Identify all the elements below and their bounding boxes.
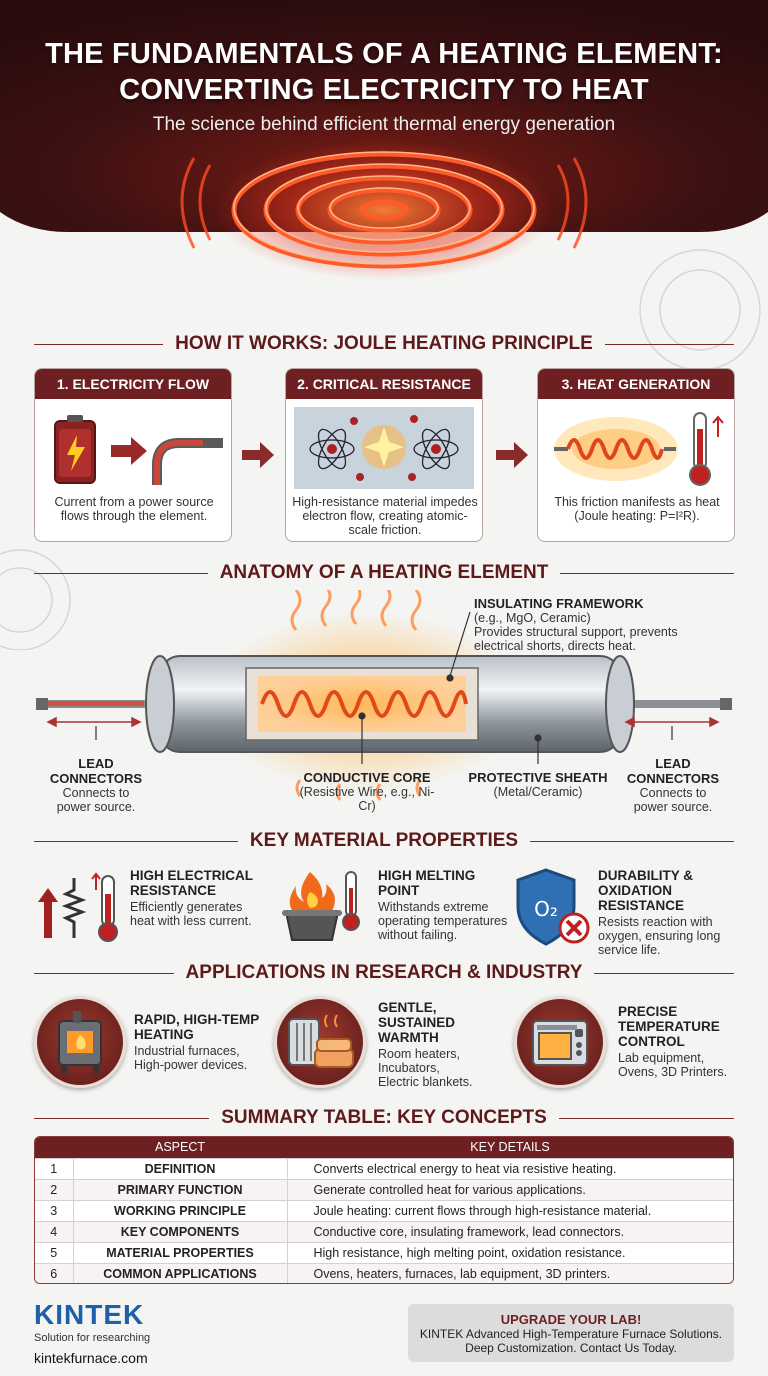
property-high-resistance: HIGH ELECTRICAL RESISTANCE Efficiently g… [130,868,253,928]
step-2-title: 2. CRITICAL RESISTANCE [286,369,482,399]
header-background [0,0,768,280]
header: THE FUNDAMENTALS OF A HEATING ELEMENT: C… [0,0,768,300]
step-2-description: High-resistance material impedes electro… [292,495,478,537]
insulating-framework-label: INSULATING FRAMEWORK (e.g., MgO, Ceramic… [474,596,678,653]
application-precise-control: PRECISE TEMPERATURE CONTROL Lab equipmen… [618,1004,728,1079]
website-link[interactable]: kintekfurnace.com [34,1350,148,1366]
step-heat-generation: 3. HEAT GENERATION This friction manifes… [537,368,735,542]
summary-table: ASPECT KEY DETAILS 1 DEFINITION Converts… [34,1136,734,1284]
furnace-icon [34,996,126,1088]
atom-friction-illustration [294,407,474,489]
table-row: 2 PRIMARY FUNCTION Generate controlled h… [35,1178,733,1200]
step-1-title: 1. ELECTRICITY FLOW [35,369,231,399]
table-row: 1 DEFINITION Converts electrical energy … [35,1157,733,1179]
battery-wire-illustration [54,415,223,485]
glowing-coil-thermometer-illustration [554,412,724,486]
title-line-1: THE FUNDAMENTALS OF A HEATING ELEMENT: [45,38,723,70]
property-high-melting-point: HIGH MELTING POINT Withstands extreme op… [378,868,508,942]
anatomy-diagram: INSULATING FRAMEWORK (e.g., MgO, Ceramic… [0,590,768,830]
step-1-description: Current from a power source flows throug… [54,495,214,523]
application-sustained-warmth: GENTLE, SUSTAINED WARMTH Room heaters, I… [378,1000,473,1089]
heating-element-cutaway-illustration [36,590,732,801]
how-it-works-heading: HOW IT WORKS: JOULE HEATING PRINCIPLE [34,332,734,356]
cta-title: UPGRADE YOUR LAB! [500,1312,642,1327]
table-row: 6 COMMON APPLICATIONS Ovens, heaters, fu… [35,1262,733,1283]
step-electricity-flow: 1. ELECTRICITY FLOW Current from a power… [34,368,232,542]
protective-sheath-label: PROTECTIVE SHEATH (Metal/Ceramic) [468,770,608,799]
table-header-aspect: ASPECT [73,1137,287,1158]
step-critical-resistance: 2. CRITICAL RESISTANCE High-resistance m… [285,368,483,542]
radiator-blanket-icon [274,996,366,1088]
table-row: 3 WORKING PRINCIPLE Joule heating: curre… [35,1199,733,1221]
o2-symbol: O₂ [534,897,558,921]
brand-tagline: Solution for researching [34,1332,151,1344]
lab-oven-icon [514,996,606,1088]
anatomy-heading: ANATOMY OF A HEATING ELEMENT [34,561,735,585]
upgrade-lab-banner[interactable]: UPGRADE YOUR LAB! KINTEK Advanced High-T… [408,1304,734,1362]
table-row: 5 MATERIAL PROPERTIES High resistance, h… [35,1241,733,1263]
application-rapid-heating: RAPID, HIGH-TEMP HEATING Industrial furn… [134,1012,260,1072]
arrow-right-icon [242,442,274,468]
properties-heading: KEY MATERIAL PROPERTIES [34,829,734,853]
page-title: THE FUNDAMENTALS OF A HEATING ELEMENT: C… [0,36,768,108]
applications-heading: APPLICATIONS IN RESEARCH & INDUSTRY [34,961,735,985]
step-3-title: 3. HEAT GENERATION [538,369,734,399]
table-header-number [35,1137,73,1158]
property-oxidation-resistance: DURABILITY & OXIDATION RESISTANCE Resist… [598,868,721,957]
title-line-2: CONVERTING ELECTRICITY TO HEAT [119,74,649,106]
oxidation-shield-icon: O₂ [516,868,590,946]
melting-pot-flame-icon [282,871,360,941]
lead-connectors-left-label: LEAD CONNECTORS Connects to power source… [49,756,143,814]
table-row: 4 KEY COMPONENTS Conductive core, insula… [35,1220,733,1242]
page-subtitle: The science behind efficient thermal ene… [152,114,616,135]
resistor-thermometer-icon [38,872,118,942]
cta-line-1: KINTEK Advanced High-Temperature Furnace… [419,1327,723,1341]
kintek-logo[interactable]: KINTEK Solution for researching kintekfu… [34,1299,151,1367]
brand-name: KINTEK [34,1299,145,1330]
conductive-core-label: CONDUCTIVE CORE (Resistive Wire, e.g., N… [299,770,435,813]
step-3-description: This friction manifests as heat (Joule h… [554,495,720,523]
arrow-right-icon [496,442,528,468]
table-header-details: KEY DETAILS [287,1137,733,1158]
lead-connectors-right-label: LEAD CONNECTORS Connects to power source… [626,756,720,814]
table-header-row: ASPECT KEY DETAILS [35,1137,733,1158]
summary-heading: SUMMARY TABLE: KEY CONCEPTS [34,1106,734,1130]
cta-line-2: Deep Customization. Contact Us Today. [465,1341,677,1355]
